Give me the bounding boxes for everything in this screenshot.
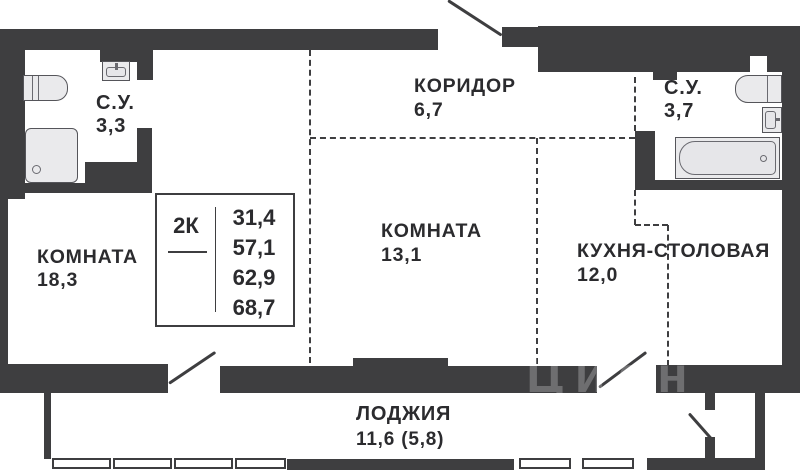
wall-bottom-left bbox=[0, 364, 168, 393]
room-area: 3,7 bbox=[664, 100, 695, 122]
loggia-partition-stub-bottom bbox=[705, 437, 715, 460]
dashed-boundary-kitchen-left bbox=[536, 138, 538, 364]
label-corridor: КОРИДОР 6,7 bbox=[414, 74, 516, 122]
loggia-window-pane bbox=[113, 458, 172, 469]
shower-tray bbox=[25, 128, 78, 183]
wall-bath-small-right-stub-bottom bbox=[137, 128, 152, 193]
bathtub bbox=[675, 137, 780, 179]
room-name: КОРИДОР bbox=[414, 75, 516, 97]
door-swing-room-left-loggia bbox=[168, 350, 217, 385]
dashed-boundary-room-left bbox=[309, 50, 311, 363]
room-area: 6,7 bbox=[414, 99, 444, 121]
room-name: С.У. bbox=[96, 92, 135, 114]
dashed-boundary-kitchen-jog bbox=[635, 224, 668, 226]
room-area: 12,0 bbox=[577, 264, 619, 286]
room-name: КОМНАТА bbox=[381, 220, 482, 242]
wall-bottom-right bbox=[656, 365, 800, 393]
loggia-right-column bbox=[755, 393, 765, 470]
wall-niche bbox=[750, 56, 767, 72]
wall-left-lower bbox=[0, 199, 8, 364]
apartment-type: 2К bbox=[173, 213, 199, 238]
wall-bath-small-right-stub-top bbox=[137, 50, 153, 80]
loggia-window-pane bbox=[52, 458, 111, 469]
bathtub-inner bbox=[679, 141, 776, 175]
loggia-window-pane bbox=[174, 458, 233, 469]
wall-bath-large-door-jamb bbox=[653, 72, 677, 80]
loggia-parapet-solid-right bbox=[647, 458, 755, 470]
label-room-center: КОМНАТА 13,1 bbox=[381, 219, 482, 267]
wall-bath-large-left-stub bbox=[635, 131, 655, 182]
loggia-window-pane bbox=[519, 458, 571, 469]
door-swing-kitchen-loggia bbox=[598, 351, 648, 389]
area-value: 57,1 bbox=[232, 235, 276, 260]
faucet-icon bbox=[775, 118, 780, 121]
label-bathroom-small: С.У. 3,3 bbox=[96, 92, 135, 138]
dashed-boundary-kitchen-jog-lower bbox=[667, 225, 669, 366]
info-box-divider bbox=[215, 207, 216, 312]
loggia-parapet-solid-middle bbox=[287, 459, 514, 470]
door-swing-loggia-partition bbox=[687, 412, 714, 441]
wall-bath-small-step bbox=[85, 162, 152, 183]
sink-bath-small bbox=[102, 61, 130, 81]
wall-bottom-middle bbox=[220, 366, 597, 393]
area-value: 68,7 bbox=[232, 295, 276, 320]
label-bathroom-large: С.У. 3,7 bbox=[664, 77, 703, 123]
apartment-info-box: 2К 31,4 57,1 62,9 68,7 bbox=[155, 193, 295, 327]
washing-machine-line bbox=[767, 76, 768, 102]
loggia-window-pane bbox=[235, 458, 286, 469]
room-name: ЛОДЖИЯ bbox=[356, 403, 452, 425]
room-name: КОМНАТА bbox=[37, 246, 138, 268]
radiator-line bbox=[32, 76, 33, 100]
label-room-left: КОМНАТА 18,3 bbox=[37, 246, 138, 292]
dashed-boundary-kitchen-jog-upper bbox=[634, 190, 636, 225]
room-area: 18,3 bbox=[37, 269, 79, 291]
wall-left-upper bbox=[0, 29, 25, 199]
sink-bath-large bbox=[762, 107, 782, 133]
label-kitchen: КУХНЯ-СТОЛОВАЯ 12,0 bbox=[577, 239, 770, 287]
wall-bath-large-bottom bbox=[635, 180, 782, 190]
faucet-icon bbox=[115, 63, 118, 70]
wall-top-left bbox=[0, 29, 438, 50]
radiator bbox=[23, 75, 68, 101]
loggia-left-column bbox=[44, 393, 51, 459]
wall-bath-small-bottom bbox=[23, 183, 152, 193]
loggia-partition-stub-top bbox=[705, 393, 715, 410]
radiator-line bbox=[38, 76, 39, 100]
room-area: 3,3 bbox=[96, 115, 127, 137]
label-loggia: ЛОДЖИЯ 11,6 (5,8) bbox=[356, 402, 451, 452]
dashed-boundary-corridor bbox=[310, 137, 635, 139]
area-value: 31,4 bbox=[232, 205, 276, 230]
dashed-boundary-bath-large bbox=[634, 77, 636, 131]
door-swing-entrance bbox=[447, 0, 503, 37]
wall-bottom-window-sill bbox=[353, 358, 448, 368]
washing-machine bbox=[735, 75, 782, 103]
area-value: 62,9 bbox=[232, 265, 276, 290]
shower-drain-icon bbox=[32, 165, 41, 174]
wall-entry-right bbox=[502, 27, 538, 47]
room-area: 13,1 bbox=[381, 244, 423, 266]
room-area: 11,6 (5,8) bbox=[356, 429, 445, 450]
apartment-areas: 31,4 57,1 62,9 68,7 bbox=[215, 203, 293, 323]
room-name: КУХНЯ-СТОЛОВАЯ bbox=[577, 240, 771, 262]
wall-right-outer bbox=[782, 72, 800, 392]
info-box-dash bbox=[168, 251, 207, 253]
room-name: С.У. bbox=[664, 77, 703, 99]
bathtub-drain-icon bbox=[760, 155, 767, 162]
loggia-window-pane bbox=[582, 458, 634, 469]
